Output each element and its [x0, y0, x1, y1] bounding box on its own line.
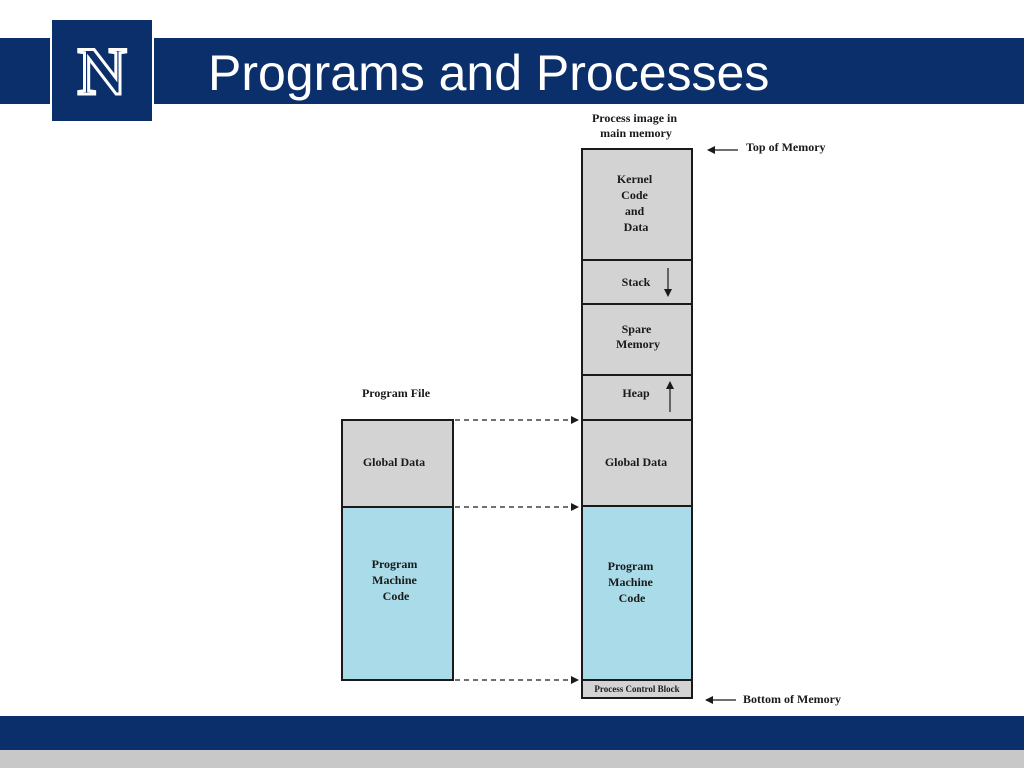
- process-global-data-label: Global Data: [605, 455, 667, 469]
- footer-bar: [0, 716, 1024, 750]
- stack-label: Stack: [622, 275, 651, 289]
- bottom-of-memory-label: Bottom of Memory: [743, 692, 841, 706]
- kernel-label-line: Data: [624, 220, 649, 234]
- process-control-block-segment: [581, 679, 693, 699]
- footer-strip: [0, 750, 1024, 768]
- process-control-block-label: Process Control Block: [594, 684, 679, 694]
- process-image-title-line: Process image in: [592, 111, 677, 125]
- program-file-global-data-segment: [341, 419, 454, 508]
- process-image-title-line: main memory: [600, 126, 672, 140]
- kernel-label-line: Kernel: [617, 172, 653, 186]
- machine-code-line: Code: [619, 591, 646, 605]
- program-file-title: Program File: [362, 386, 431, 400]
- kernel-label: Kernel Code and Data: [617, 172, 655, 234]
- machine-code-line: Code: [383, 589, 410, 603]
- svg-text:N: N: [77, 36, 126, 106]
- kernel-label-line: Code: [621, 188, 648, 202]
- university-n-logo-icon: N: [76, 36, 128, 106]
- kernel-segment: [581, 148, 693, 261]
- spare-memory-label: Spare Memory: [616, 322, 660, 351]
- machine-code-line: Program: [608, 559, 654, 573]
- heap-label: Heap: [622, 386, 650, 400]
- program-file-machine-code-segment: [341, 506, 454, 681]
- slide-title: Programs and Processes: [208, 45, 770, 101]
- machine-code-line: Machine: [608, 575, 653, 589]
- program-file-global-data-label: Global Data: [363, 455, 425, 469]
- process-machine-code-segment: [581, 505, 693, 681]
- title-bar: [0, 38, 1024, 104]
- spare-memory-line: Spare: [622, 322, 652, 336]
- kernel-label-line: and: [625, 204, 645, 218]
- process-image-title: Process image in main memory: [592, 111, 680, 140]
- process-machine-code-label: Program Machine Code: [608, 559, 657, 605]
- machine-code-line: Program: [372, 557, 418, 571]
- university-logo: N: [50, 18, 154, 123]
- top-of-memory-label: Top of Memory: [746, 140, 826, 154]
- program-file-machine-code-label: Program Machine Code: [372, 557, 421, 603]
- machine-code-line: Machine: [372, 573, 417, 587]
- spare-memory-line: Memory: [616, 337, 660, 351]
